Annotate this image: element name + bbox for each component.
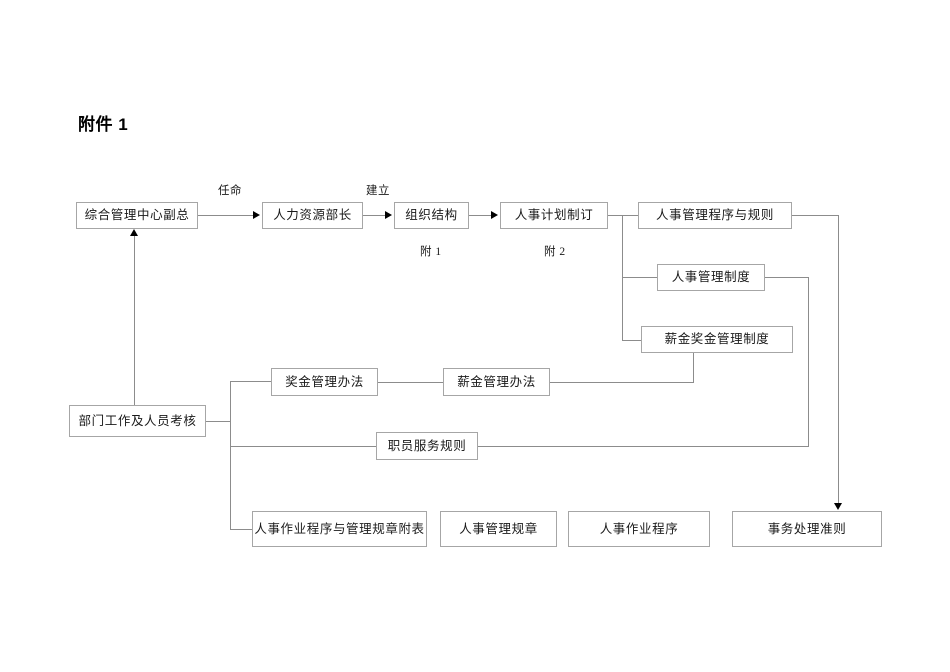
node-hr-chief[interactable]: 人力资源部长 (262, 202, 363, 229)
connector-dept-review-right (206, 421, 231, 422)
connector-staff-service-to-hr-system (478, 446, 809, 447)
connector-hr-system-vertical (808, 277, 809, 446)
edge-label-setup: 建立 (366, 185, 390, 197)
connector-trunk-to-salary-bonus (622, 340, 642, 341)
connector-branch-to-bonus-measures (230, 381, 272, 382)
connector-org-to-plan (469, 215, 491, 216)
node-hr-plan[interactable]: 人事计划制订 (500, 202, 608, 229)
connector-branch-trunk-vertical (230, 381, 231, 529)
node-dept-personnel-review[interactable]: 部门工作及人员考核 (69, 405, 206, 437)
note-attachment-1: 附 1 (420, 246, 442, 258)
arrowhead-to-hr-chief (253, 211, 260, 219)
node-staff-service-rules[interactable]: 职员服务规则 (376, 432, 478, 460)
connector-trunk-to-procedure-rules (622, 215, 639, 216)
node-hr-management-system[interactable]: 人事管理制度 (657, 264, 765, 291)
node-salary-measures[interactable]: 薪金管理办法 (443, 368, 550, 396)
connector-dept-review-to-gm (134, 236, 135, 405)
note-attachment-2: 附 2 (544, 246, 566, 258)
arrowhead-to-affairs (834, 503, 842, 510)
connector-right-spine-vertical (838, 215, 839, 503)
connector-trunk-to-hr-system (622, 277, 658, 278)
node-general-manager[interactable]: 综合管理中心副总 (76, 202, 198, 229)
connector-salary-bonus-vertical (693, 353, 694, 382)
node-affairs-guideline[interactable]: 事务处理准则 (732, 511, 882, 547)
connector-bonus-to-salary-measures (378, 382, 444, 383)
node-hr-procedure-rules[interactable]: 人事管理程序与规则 (638, 202, 792, 229)
arrowhead-to-org (385, 211, 392, 219)
arrowhead-to-gm (130, 229, 138, 236)
connector-gm-to-hr-chief (198, 215, 254, 216)
connector-procedure-rules-right (792, 215, 839, 216)
node-hr-regulations[interactable]: 人事管理规章 (440, 511, 557, 547)
node-org-structure[interactable]: 组织结构 (394, 202, 469, 229)
node-bonus-measures[interactable]: 奖金管理办法 (271, 368, 378, 396)
connector-hr-system-right (765, 277, 809, 278)
connector-hr-chief-to-org (363, 215, 385, 216)
edge-label-appoint: 任命 (218, 185, 242, 197)
node-hr-procedure-forms[interactable]: 人事作业程序与管理规章附表 (252, 511, 427, 547)
node-hr-operating-procedure[interactable]: 人事作业程序 (568, 511, 710, 547)
connector-salary-measures-to-salary-bonus (550, 382, 694, 383)
connector-plan-to-trunk (608, 215, 623, 216)
arrowhead-to-plan (491, 211, 498, 219)
node-salary-bonus-system[interactable]: 薪金奖金管理制度 (641, 326, 793, 353)
page-title: 附件 1 (78, 115, 129, 134)
connector-branch-to-bottom-row (230, 529, 253, 530)
connector-branch-to-staff-service (230, 446, 377, 447)
